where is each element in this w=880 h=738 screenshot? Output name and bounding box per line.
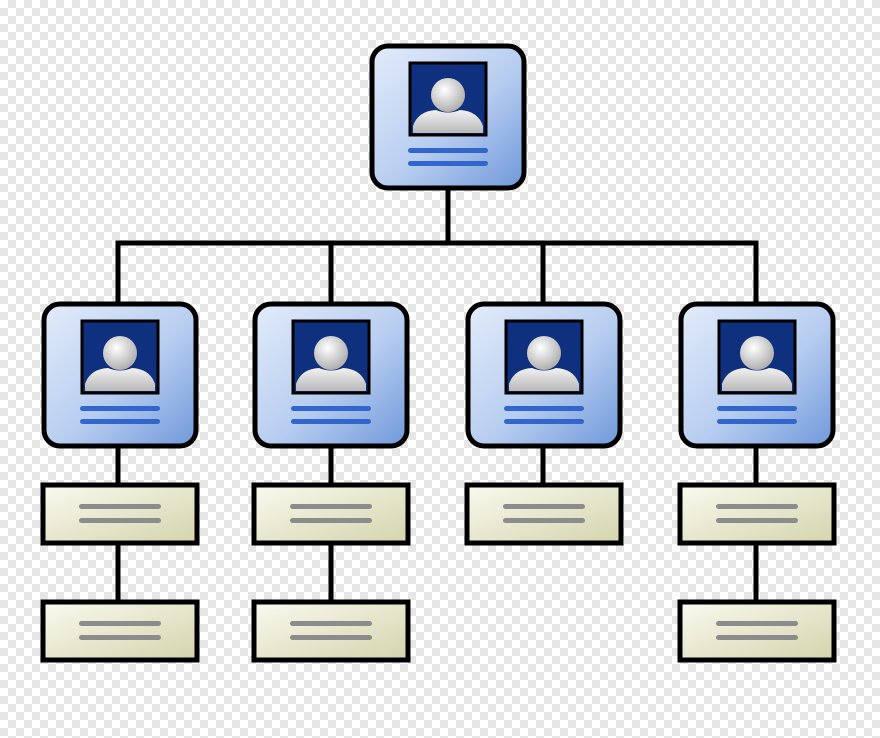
- note-frame: [677, 599, 837, 663]
- note-line-2: [79, 635, 161, 640]
- note-line-1: [290, 621, 372, 626]
- note-card-note-2a: [251, 482, 411, 546]
- avatar-head: [103, 336, 137, 370]
- note-frame: [251, 599, 411, 663]
- note-frame: [464, 482, 624, 546]
- user-avatar-icon: [291, 319, 371, 395]
- avatar-body: [413, 110, 483, 133]
- name-line: [291, 406, 371, 411]
- user-avatar-icon: [408, 61, 488, 137]
- note-line-2: [79, 518, 161, 523]
- note-line-2: [503, 518, 585, 523]
- avatar-body: [722, 368, 792, 391]
- title-line: [80, 419, 160, 424]
- name-line: [408, 148, 488, 153]
- note-card-note-2b: [251, 599, 411, 663]
- title-line: [291, 419, 371, 424]
- note-line-1: [79, 621, 161, 626]
- note-card-note-3a: [464, 482, 624, 546]
- person-card-manager-4: [678, 301, 836, 449]
- note-card-note-1b: [40, 599, 200, 663]
- avatar-head: [314, 336, 348, 370]
- user-avatar-icon: [504, 319, 584, 395]
- note-card-note-4a: [677, 482, 837, 546]
- note-line-1: [290, 504, 372, 509]
- note-line-2: [716, 518, 798, 523]
- avatar-body: [85, 368, 155, 391]
- note-frame: [40, 482, 200, 546]
- user-avatar-icon: [80, 319, 160, 395]
- person-card-manager-2: [252, 301, 410, 449]
- note-line-2: [716, 635, 798, 640]
- note-frame: [677, 482, 837, 546]
- name-line: [717, 406, 797, 411]
- avatar-head: [431, 78, 465, 112]
- person-cards: [41, 43, 836, 449]
- person-card-manager-1: [41, 301, 199, 449]
- person-card-root: [369, 43, 527, 191]
- name-line: [80, 406, 160, 411]
- title-line: [717, 419, 797, 424]
- user-avatar-icon: [717, 319, 797, 395]
- note-line-2: [290, 635, 372, 640]
- note-line-1: [716, 621, 798, 626]
- person-card-manager-3: [465, 301, 623, 449]
- avatar-head: [740, 336, 774, 370]
- avatar-body: [509, 368, 579, 391]
- note-line-1: [503, 504, 585, 509]
- note-cards: [40, 482, 837, 663]
- connector-lines: [115, 189, 759, 605]
- note-frame: [40, 599, 200, 663]
- title-line: [408, 161, 488, 166]
- note-card-note-1a: [40, 482, 200, 546]
- title-line: [504, 419, 584, 424]
- avatar-body: [296, 368, 366, 391]
- note-line-2: [290, 518, 372, 523]
- avatar-head: [527, 336, 561, 370]
- note-card-note-4b: [677, 599, 837, 663]
- name-line: [504, 406, 584, 411]
- note-line-1: [716, 504, 798, 509]
- note-line-1: [79, 504, 161, 509]
- note-frame: [251, 482, 411, 546]
